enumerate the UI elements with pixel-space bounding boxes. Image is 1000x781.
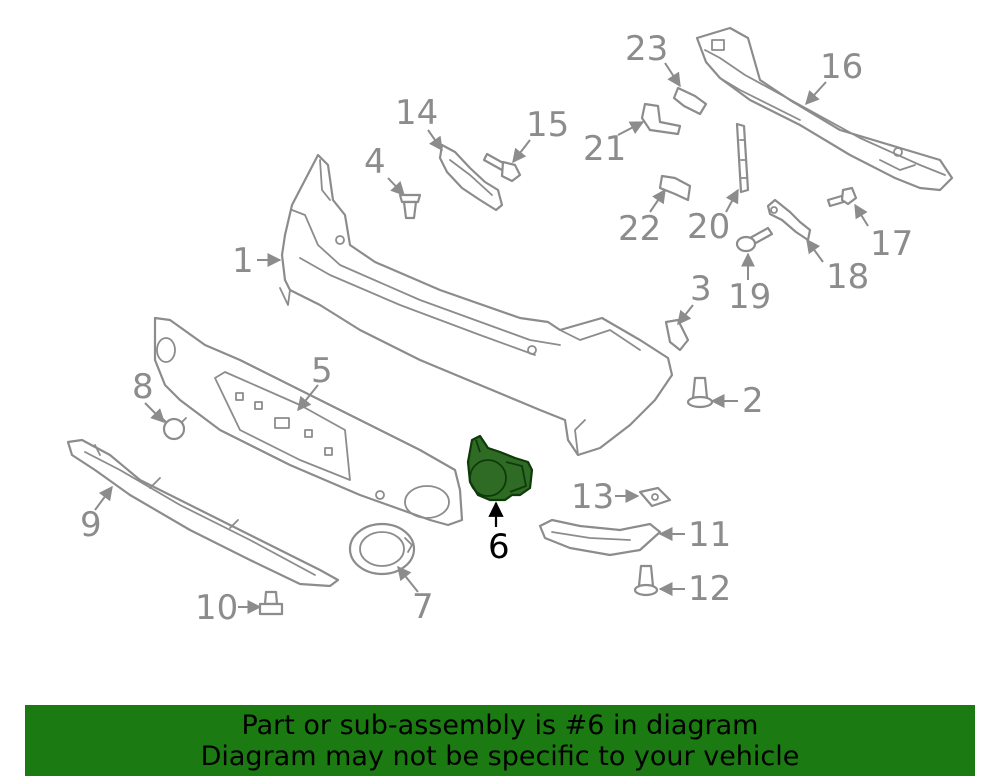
part-11-molding [538,518,662,557]
part-6-fog-lamp [466,434,534,502]
callout-8: 8 [132,367,154,407]
callout-7: 7 [412,587,434,627]
callout-11: 11 [688,515,731,555]
callout-4: 4 [364,142,386,182]
part-18-bracket [766,198,812,242]
part-4-push-clip [398,193,422,220]
callout-22: 22 [618,209,661,249]
callout-17: 17 [870,224,913,264]
info-banner: Part or sub-assembly is #6 in diagram Di… [25,705,975,776]
part-10-bolt [258,590,284,616]
callout-23: 23 [625,29,668,69]
callout-21: 21 [583,129,626,169]
part-3-nut-clip [664,318,690,352]
callout-16: 16 [820,47,863,87]
callout-5: 5 [311,351,333,391]
banner-line-1: Part or sub-assembly is #6 in diagram [241,709,759,741]
callout-14: 14 [395,93,438,133]
callout-10: 10 [195,588,238,628]
part-17-bolt [826,186,858,208]
part-20-strip [735,122,750,194]
part-13-nut [638,486,672,508]
part-5-lower-valance [153,316,464,527]
callout-18: 18 [826,257,869,297]
callout-9: 9 [80,505,102,545]
part-14-bracket [438,143,504,212]
part-2-screw [686,376,714,409]
part-8-clip [161,417,187,441]
leader-lines [94,62,869,614]
callout-12: 12 [688,569,731,609]
part-19-screw [735,226,774,253]
parts-diagram: 1 2 3 4 5 6 7 8 9 10 11 12 13 14 15 16 1… [66,26,954,628]
part-22-bracket [658,174,692,202]
part-15-bolt [482,152,522,183]
part-9-lower-skid [66,438,340,588]
callout-3: 3 [690,269,712,309]
part-21-bracket [640,102,682,136]
part-12-screw [633,564,659,597]
callout-numbers: 1 2 3 4 5 6 7 8 9 10 11 12 13 14 15 16 1… [80,29,913,628]
banner-line-2: Diagram may not be specific to your vehi… [200,740,800,772]
part-7-bezel-ring [348,522,416,576]
callout-2: 2 [742,381,764,421]
callout-20: 20 [687,207,730,247]
callout-19: 19 [728,277,771,317]
callout-13: 13 [571,477,614,517]
callout-15: 15 [526,105,569,145]
part-23-bracket [672,86,708,116]
part-1-bumper-cover [279,153,674,457]
callout-6: 6 [488,527,510,567]
part-16-reinforcement [695,26,954,192]
callout-1: 1 [232,241,254,281]
